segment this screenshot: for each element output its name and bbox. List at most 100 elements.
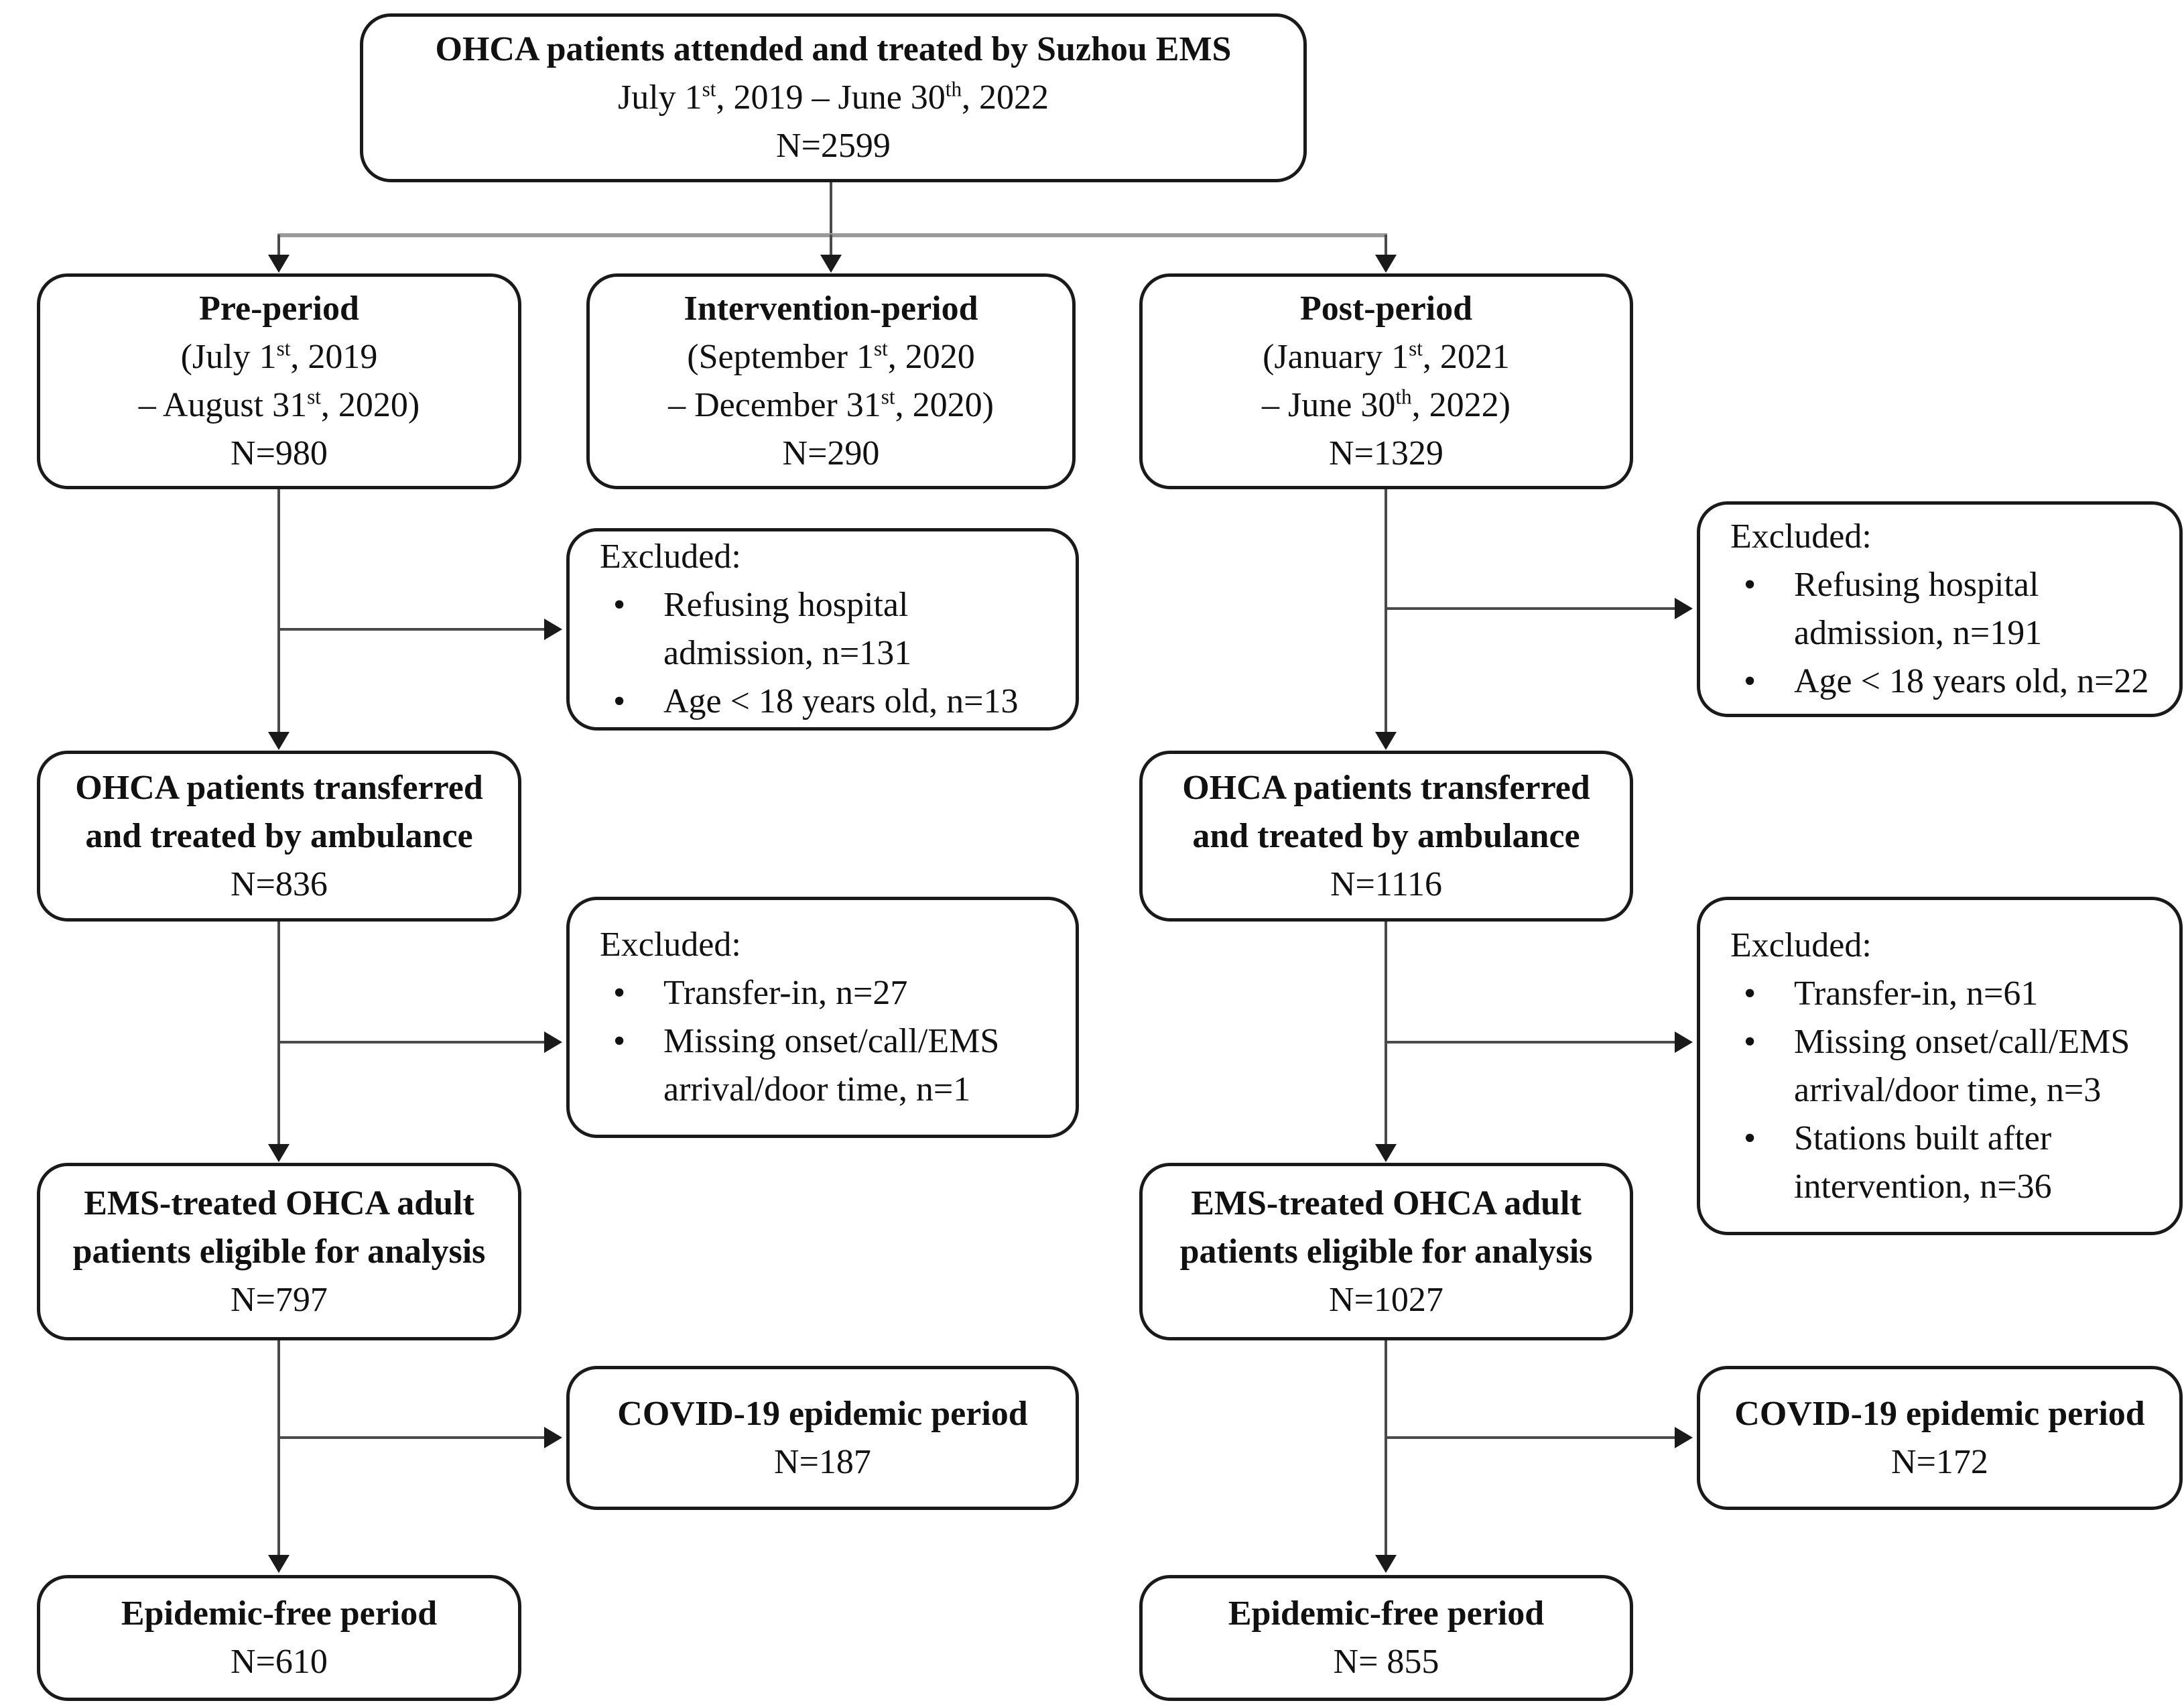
pre-covid-title: COVID-19 epidemic period [617, 1394, 1028, 1433]
connector-branch-intervention [830, 235, 832, 257]
post-eligible-n: N=1027 [1329, 1280, 1443, 1319]
bullet-icon: • [613, 974, 626, 1012]
pre-excluded2-bullet-1: Transfer-in, n=27 [663, 974, 908, 1012]
pre-period-line1: (July 1st, 2019 [180, 336, 378, 376]
intervention-n: N=290 [782, 434, 880, 472]
connector-post-covid [1385, 1436, 1677, 1439]
post-transferred-n: N=1116 [1330, 865, 1443, 903]
post-transferred-line1: OHCA patients transferred [1182, 768, 1590, 807]
box-post-covid-period: COVID-19 epidemic period N=172 [1697, 1366, 2183, 1510]
box-pre-period: Pre-period (July 1st, 2019 – August 31st… [37, 273, 521, 489]
box-pre-excluded-1: Excluded: • Refusing hospital admission,… [566, 528, 1079, 731]
box-post-epidemic-free: Epidemic-free period N= 855 [1139, 1575, 1633, 1701]
connector-root-stem [830, 181, 832, 236]
connector-pre-to-eligible [277, 922, 280, 1145]
pre-transferred-n: N=836 [231, 865, 328, 903]
box-intervention-period: Intervention-period (September 1st, 2020… [586, 273, 1076, 489]
connector-post-excluded1 [1385, 607, 1677, 610]
arrowhead-into-pre-epidemic-free [268, 1555, 290, 1573]
arrowhead-into-post [1375, 255, 1397, 273]
connector-branch-post [1385, 235, 1387, 257]
post-excluded1-bullet-2: Age < 18 years old, n=22 [1794, 662, 2149, 700]
post-n: N=1329 [1329, 434, 1443, 472]
list-item: • Missing onset/call/EMS arrival/door ti… [600, 1017, 1059, 1114]
post-epidemic-free-title: Epidemic-free period [1228, 1594, 1545, 1633]
root-period: July 1st, 2019 – June 30th, 2022 [617, 77, 1049, 117]
pre-n: N=980 [231, 434, 328, 472]
connector-pre-covid [277, 1436, 545, 1439]
post-excluded1-header: Excluded: [1730, 517, 1872, 556]
pre-eligible-n: N=797 [231, 1280, 328, 1319]
post-excluded2-header: Excluded: [1730, 926, 1872, 964]
pre-transferred-line2: and treated by ambulance [85, 816, 473, 855]
pre-eligible-line2: patients eligible for analysis [72, 1232, 486, 1271]
arrowhead-into-pre [268, 255, 290, 273]
list-item: • Refusing hospital admission, n=191 [1730, 561, 2163, 657]
connector-top-branch [277, 233, 1387, 237]
pre-eligible-line1: EMS-treated OHCA adult [84, 1184, 474, 1222]
connector-post-to-epidemic-free [1385, 1340, 1387, 1556]
post-covid-n: N=172 [1891, 1442, 1988, 1481]
pre-title: Pre-period [199, 290, 359, 328]
box-pre-transferred: OHCA patients transferred and treated by… [37, 751, 521, 922]
post-epidemic-free-n: N= 855 [1333, 1643, 1439, 1681]
box-post-transferred: OHCA patients transferred and treated by… [1139, 751, 1633, 922]
post-transferred-line2: and treated by ambulance [1192, 816, 1580, 855]
bullet-icon: • [613, 586, 626, 624]
arrowhead-into-post-epidemic-free [1375, 1555, 1397, 1573]
arrowhead-into-post-transferred [1375, 732, 1397, 750]
arrowhead-into-post-excluded1 [1675, 598, 1693, 619]
connector-post-to-transferred [1385, 489, 1387, 733]
intervention-period-line2: – December 31st, 2020) [668, 385, 994, 424]
arrowhead-into-post-covid [1675, 1427, 1693, 1448]
pre-covid-n: N=187 [774, 1442, 871, 1481]
arrowhead-into-pre-eligible [268, 1144, 290, 1162]
bullet-icon: • [1744, 1022, 1756, 1061]
pre-excluded1-bullet-1: Refusing hospital admission, n=131 [663, 586, 912, 672]
connector-pre-excluded1 [277, 628, 545, 631]
connector-post-excluded2 [1385, 1041, 1677, 1044]
pre-period-line2: – August 31st, 2020) [138, 385, 420, 424]
pre-transferred-line1: OHCA patients transferred [75, 768, 483, 807]
post-eligible-line1: EMS-treated OHCA adult [1191, 1184, 1582, 1222]
box-pre-covid-period: COVID-19 epidemic period N=187 [566, 1366, 1079, 1510]
box-post-excluded-2: Excluded: • Transfer-in, n=61 • Missing … [1697, 897, 2183, 1235]
post-excluded2-bullet-1: Transfer-in, n=61 [1794, 974, 2039, 1013]
connector-pre-to-epidemic-free [277, 1340, 280, 1556]
intervention-period-line1: (September 1st, 2020 [687, 336, 975, 376]
connector-pre-excluded2 [277, 1041, 545, 1044]
box-root-cohort: OHCA patients attended and treated by Su… [360, 13, 1307, 182]
list-item: • Missing onset/call/EMS arrival/door ti… [1730, 1018, 2163, 1115]
bullet-icon: • [613, 682, 626, 720]
pre-epidemic-free-n: N=610 [231, 1643, 328, 1681]
root-n: N=2599 [776, 127, 891, 165]
root-title: OHCA patients attended and treated by Su… [435, 30, 1232, 68]
bullet-icon: • [1744, 1119, 1756, 1157]
list-item: • Transfer-in, n=61 [1730, 970, 2163, 1018]
pre-epidemic-free-title: Epidemic-free period [121, 1594, 438, 1633]
box-post-eligible: EMS-treated OHCA adult patients eligible… [1139, 1163, 1633, 1340]
box-pre-excluded-2: Excluded: • Transfer-in, n=27 • Missing … [566, 897, 1079, 1138]
arrowhead-into-pre-covid [544, 1427, 562, 1448]
post-excluded2-bullet-2: Missing onset/call/EMS arrival/door time… [1794, 1022, 2130, 1109]
pre-excluded1-bullet-2: Age < 18 years old, n=13 [663, 682, 1019, 720]
list-item: • Refusing hospital admission, n=131 [600, 581, 1059, 678]
arrowhead-into-post-eligible [1375, 1144, 1397, 1162]
box-post-period: Post-period (January 1st, 2021 – June 30… [1139, 273, 1633, 489]
arrowhead-into-intervention [820, 255, 842, 273]
arrowhead-into-pre-excluded1 [544, 619, 562, 640]
arrowhead-into-post-excluded2 [1675, 1031, 1693, 1053]
post-period-line2: – June 30th, 2022) [1262, 385, 1511, 424]
list-item: • Transfer-in, n=27 [600, 969, 1059, 1017]
pre-excluded2-bullet-2: Missing onset/call/EMS arrival/door time… [663, 1022, 1000, 1109]
post-excluded1-bullet-1: Refusing hospital admission, n=191 [1794, 566, 2043, 652]
box-post-excluded-1: Excluded: • Refusing hospital admission,… [1697, 501, 2183, 717]
list-item: • Age < 18 years old, n=13 [600, 678, 1059, 726]
list-item: • Age < 18 years old, n=22 [1730, 657, 2163, 706]
box-pre-eligible: EMS-treated OHCA adult patients eligible… [37, 1163, 521, 1340]
box-pre-epidemic-free: Epidemic-free period N=610 [37, 1575, 521, 1701]
post-covid-title: COVID-19 epidemic period [1734, 1394, 2145, 1433]
bullet-icon: • [1744, 662, 1756, 700]
post-period-line1: (January 1st, 2021 [1263, 336, 1510, 376]
bullet-icon: • [613, 1022, 626, 1060]
